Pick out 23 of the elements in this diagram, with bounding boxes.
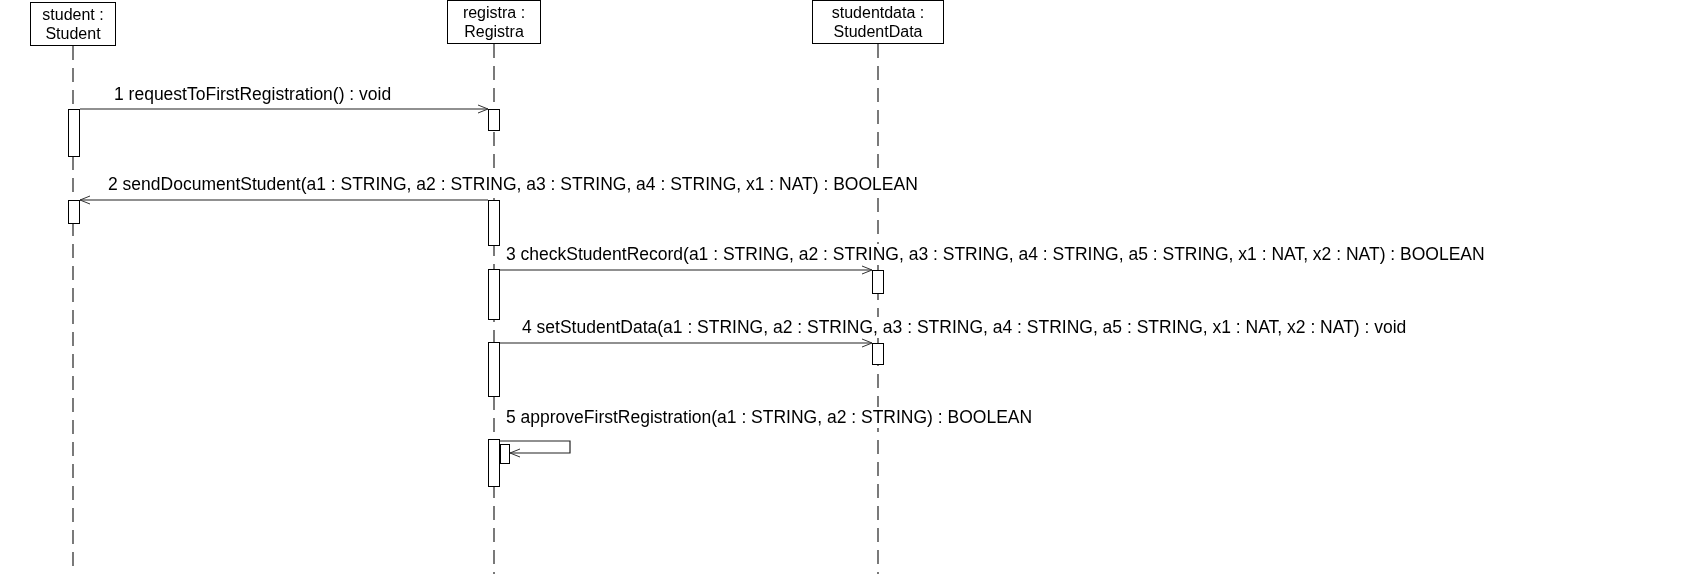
activation-bar <box>488 200 500 246</box>
message-label: 4 setStudentData(a1 : STRING, a2 : STRING, a3 : STRING, a4 : STRING, a5 : STRING, x1 : NAT, x2 : NAT) : void <box>520 317 1409 338</box>
lifeline <box>877 43 879 574</box>
object-box: studentdata : StudentData <box>812 0 944 44</box>
message-label: 2 sendDocumentStudent(a1 : STRING, a2 : STRING, a3 : STRING, a4 : STRING, x1 : NAT) : BOOLEAN <box>106 174 920 195</box>
activation-bar <box>68 109 80 157</box>
message-label: 3 checkStudentRecord(a1 : STRING, a2 : STRING, a3 : STRING, a4 : STRING, a5 : STRING, x1 : NAT, x2 : NAT) : BOOLEAN <box>504 244 1487 265</box>
message-arrow <box>499 440 571 458</box>
activation-bar <box>488 342 500 397</box>
message-arrow <box>79 104 489 114</box>
activation-bar <box>488 439 500 487</box>
activation-bar <box>872 343 884 365</box>
activation-bar <box>488 109 500 131</box>
activation-bar <box>68 200 80 224</box>
message-arrow <box>499 338 873 348</box>
activation-bar <box>500 444 510 464</box>
activation-bar <box>488 269 500 320</box>
object-box: registra : Registra <box>447 0 541 44</box>
object-box: student : Student <box>30 2 116 46</box>
activation-bar <box>872 270 884 294</box>
message-arrow <box>499 265 873 275</box>
message-arrow <box>79 195 489 205</box>
message-label: 1 requestToFirstRegistration() : void <box>112 84 394 105</box>
